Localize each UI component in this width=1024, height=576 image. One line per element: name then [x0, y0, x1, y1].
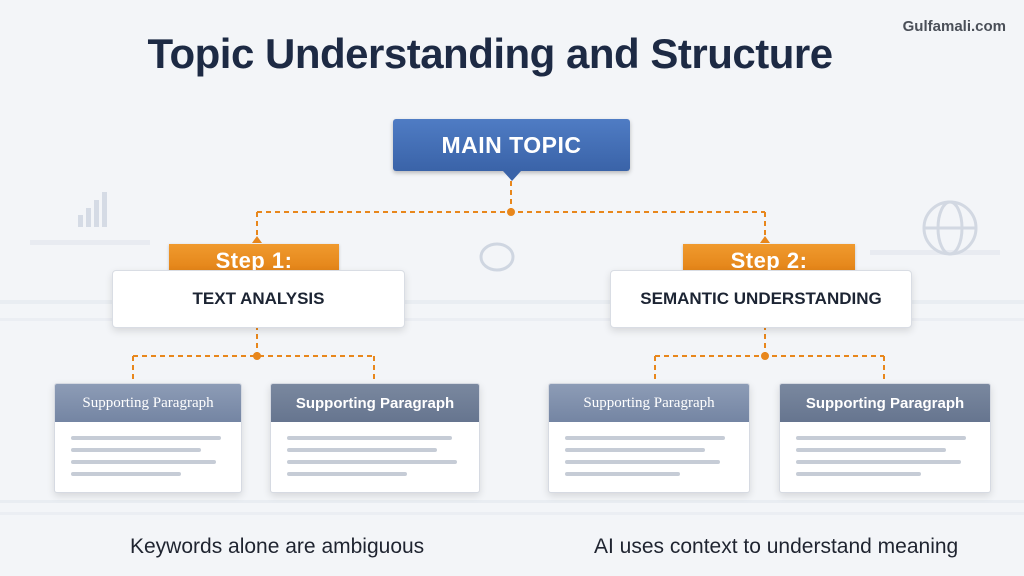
bar-chart-icon: [78, 192, 107, 227]
paragraph-header: Supporting Paragraph: [780, 384, 990, 422]
step-1-caption: Keywords alone are ambiguous: [130, 535, 425, 558]
paragraph-header: Supporting Paragraph: [271, 384, 479, 422]
step-2-caption: AI uses context to understand meaning: [594, 535, 959, 558]
paragraph-text-placeholder: [55, 422, 241, 476]
paragraph-header: Supporting Paragraph: [549, 384, 749, 422]
main-topic-pointer: [503, 171, 521, 181]
supporting-paragraph-card: Supporting Paragraph: [548, 383, 750, 493]
paragraph-text-placeholder: [780, 422, 990, 476]
step-2-card: SEMANTIC UNDERSTANDING: [610, 270, 912, 328]
step-1-card: TEXT ANALYSIS: [112, 270, 405, 328]
page-title: Topic Understanding and Structure: [147, 30, 833, 77]
supporting-paragraph-card: Supporting Paragraph: [270, 383, 480, 493]
paragraph-text-placeholder: [271, 422, 479, 476]
step-2-label: SEMANTIC UNDERSTANDING: [640, 289, 882, 308]
supporting-paragraph-card: Supporting Paragraph: [779, 383, 991, 493]
supporting-paragraph-card: Supporting Paragraph: [54, 383, 242, 493]
globe-icon: [922, 200, 978, 256]
main-topic-box: MAIN TOPIC: [393, 119, 630, 171]
step-1-label: TEXT ANALYSIS: [192, 289, 325, 308]
paragraph-header: Supporting Paragraph: [55, 384, 241, 422]
chat-bubble-icon: [479, 242, 515, 272]
site-watermark: Gulfamali.com: [902, 18, 1006, 35]
paragraph-text-placeholder: [549, 422, 749, 476]
